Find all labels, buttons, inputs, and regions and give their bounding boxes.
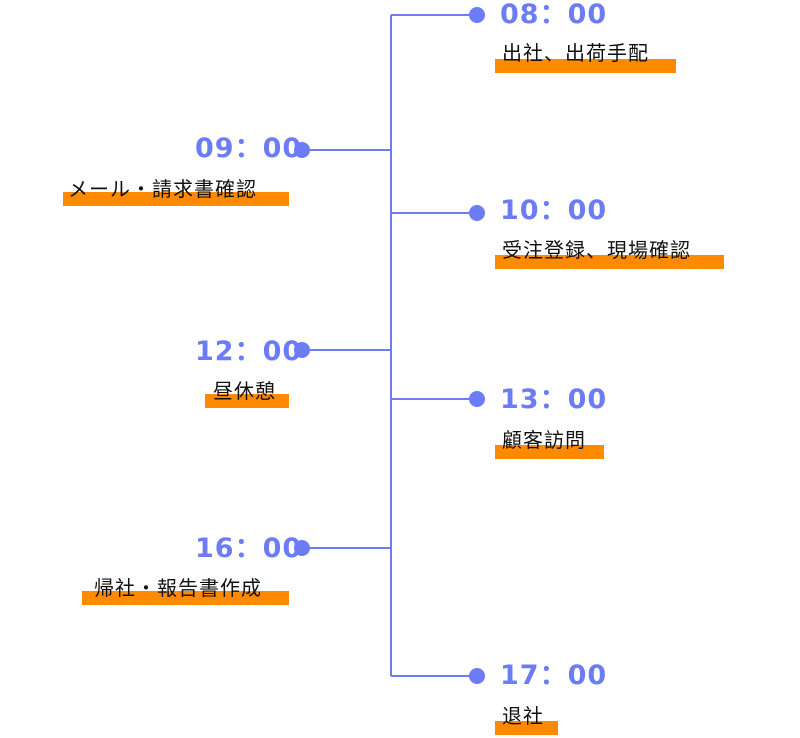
timeline-dot	[469, 391, 485, 407]
time-label: 12：00	[195, 336, 303, 367]
label-highlight	[82, 591, 289, 605]
timeline-dot	[469, 668, 485, 684]
activity-label: 退社	[502, 704, 544, 728]
activity-label: 顧客訪問	[502, 428, 586, 452]
time-label: 08：00	[500, 0, 608, 30]
activity-label: 昼休憩	[213, 379, 276, 403]
time-label: 13：00	[500, 384, 608, 415]
activity-label: 帰社・報告書作成	[94, 576, 262, 600]
label-highlight	[495, 721, 558, 735]
label-highlight	[495, 445, 604, 459]
timeline-dot	[469, 7, 485, 23]
activity-label: 出社、出荷手配	[502, 41, 649, 65]
label-highlight	[495, 255, 724, 269]
label-highlight	[63, 192, 289, 206]
timeline-dot	[294, 142, 310, 158]
timeline-dot	[294, 540, 310, 556]
time-label: 16：00	[195, 533, 303, 564]
time-label: 17：00	[500, 660, 608, 691]
time-label: 10：00	[500, 195, 608, 226]
label-highlight	[495, 59, 676, 73]
activity-label: 受注登録、現場確認	[502, 238, 691, 262]
timeline-dot	[294, 342, 310, 358]
activity-label: メール・請求書確認	[68, 177, 257, 201]
timeline-dot	[469, 205, 485, 221]
time-label: 09：00	[195, 133, 303, 164]
label-highlight	[205, 394, 289, 408]
